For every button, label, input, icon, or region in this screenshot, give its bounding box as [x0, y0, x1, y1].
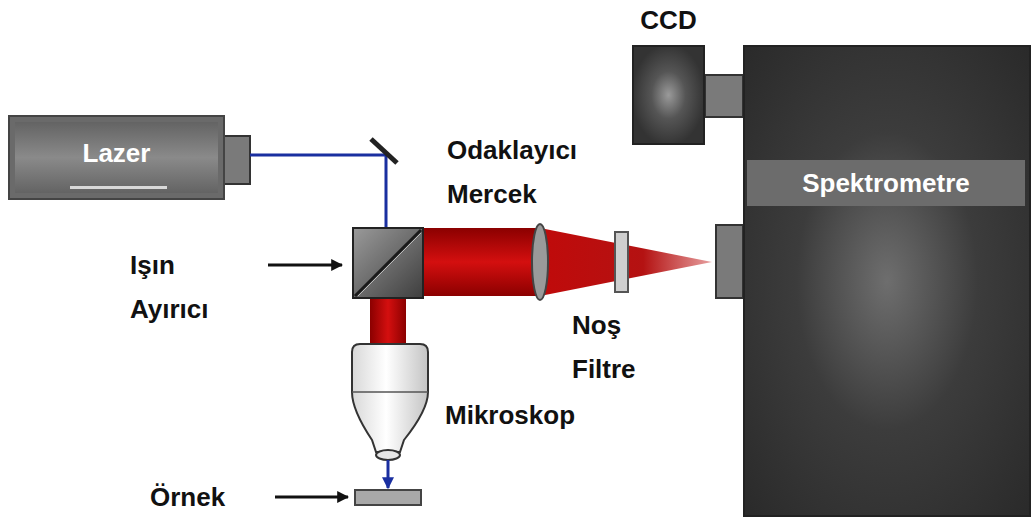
part-label: Işın Ayırıcı — [130, 243, 209, 331]
scattered-beam — [370, 298, 406, 348]
part-label: Örnek — [150, 475, 225, 517]
node-heading: CCD — [632, 0, 705, 40]
laser-beam — [387, 460, 390, 488]
laser-highlight — [70, 186, 167, 189]
laser-box: Lazer — [8, 115, 225, 200]
sample-slide — [355, 490, 421, 505]
objective-band — [352, 391, 428, 393]
node-title: Lazer — [83, 138, 151, 169]
part-label: Mikroskop — [445, 393, 575, 437]
microscope-objective — [352, 344, 428, 452]
mirror — [371, 139, 397, 163]
laser-beam — [250, 155, 386, 228]
splitter-diagonal — [358, 233, 421, 296]
laser-aperture — [222, 136, 250, 184]
ccd-camera: CCD — [632, 0, 705, 145]
leader-arrow — [275, 496, 348, 499]
ccd-coupling — [705, 75, 743, 117]
splitter-diagonal — [355, 230, 421, 296]
leader-arrow — [268, 264, 342, 267]
part-label: Odaklayıcı Mercek — [447, 128, 577, 216]
spectrometer-box: Spektrometre — [743, 45, 1031, 517]
focused-beam — [540, 228, 712, 296]
objective-tip — [376, 450, 400, 460]
focusing-lens — [532, 224, 548, 300]
scattered-beam — [423, 228, 540, 296]
ccd-housing — [632, 45, 705, 145]
node-title: Spektrometre — [747, 160, 1025, 206]
entrance-port — [716, 225, 743, 298]
notch-filter — [615, 232, 628, 292]
part-label: Noş Filtre — [572, 303, 636, 391]
beam-splitter-cube — [353, 228, 423, 298]
